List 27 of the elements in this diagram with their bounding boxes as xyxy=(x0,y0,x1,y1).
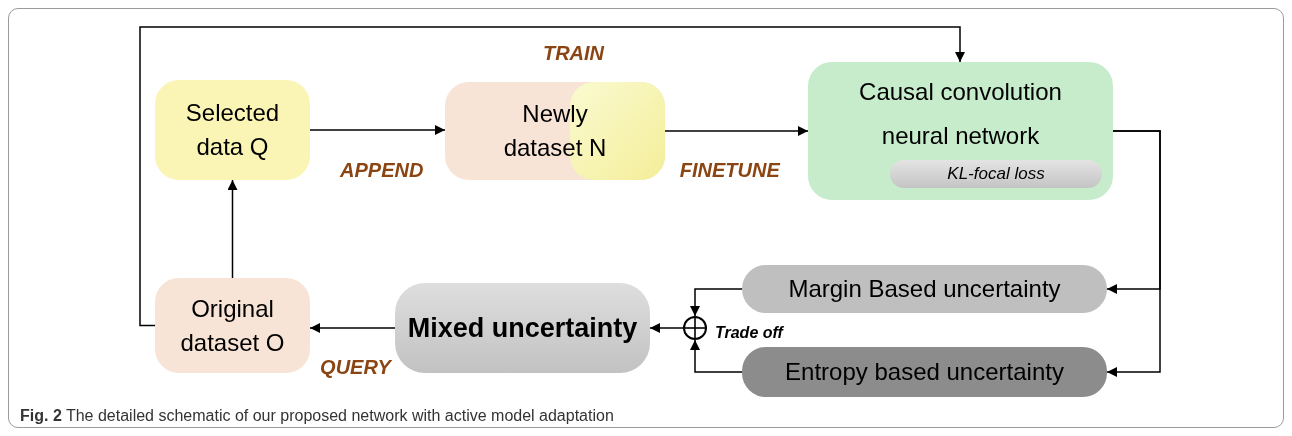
process-box xyxy=(395,283,650,373)
figure-caption: Fig. 2 The detailed schematic of our proposed network with active model adaptation xyxy=(20,406,614,426)
process-box xyxy=(155,80,310,180)
loss-tag xyxy=(890,160,1102,188)
arrow xyxy=(649,323,684,333)
arrow xyxy=(227,179,238,279)
process-box xyxy=(445,82,665,180)
node-label: Margin Based uncertainty xyxy=(787,274,1062,304)
node-label: Newly dataset N xyxy=(502,99,608,163)
process-box xyxy=(155,278,310,373)
node-label: Selected data Q xyxy=(184,98,281,162)
arrow xyxy=(690,288,743,317)
node-label: Causal convolution neural network xyxy=(858,77,1063,151)
arrow xyxy=(139,26,965,327)
arrow xyxy=(309,323,396,333)
process-box xyxy=(742,265,1107,313)
node-label: Entropy based uncertainty xyxy=(784,357,1065,387)
arrow xyxy=(664,126,809,136)
arrow xyxy=(690,339,743,373)
node-annotation: Trade off xyxy=(715,323,783,343)
node-label: Original dataset O xyxy=(179,293,286,358)
process-box xyxy=(742,347,1107,397)
network-box xyxy=(808,62,1113,200)
node-label: Mixed uncertainty xyxy=(406,311,639,345)
arrow xyxy=(309,125,446,135)
arrow xyxy=(1106,130,1161,377)
node-label: KL-focal loss xyxy=(946,163,1046,185)
